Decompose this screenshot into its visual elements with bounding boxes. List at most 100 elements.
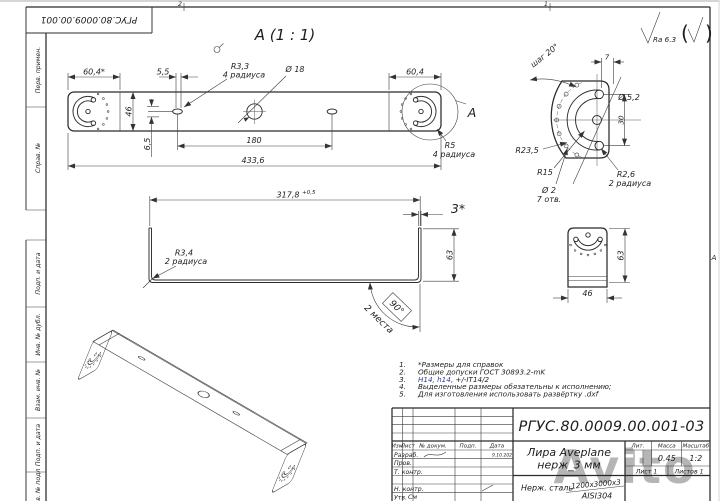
dim-dia-2: Ø 2: [541, 185, 556, 195]
tb-sheets: Листов 1: [673, 469, 703, 476]
tb-designation: РГУС.80.0009.00.001-03: [519, 419, 705, 435]
iso-right-pad: [272, 443, 307, 493]
tb-material-grade: AISI304: [581, 492, 613, 501]
note-3: H14, h14, +/-IT14/2: [418, 375, 490, 384]
tb-scale-label: Масштаб: [683, 444, 710, 450]
note-5-num: 5.: [399, 390, 406, 399]
strip-perv-primen: Перв. примен.: [35, 47, 42, 93]
detail-a-mark: A: [467, 105, 477, 120]
note-4-num: 4.: [399, 382, 406, 391]
dim-r3-3: R3,3: [231, 62, 249, 71]
tb-blank-size: 1200х3000х3: [571, 477, 622, 490]
side-view: 317,8 +0,5 3* 63 R3,4 2 радиуса 90° 2 ме…: [142, 190, 465, 336]
dim-r5-note: 4 радиуса: [433, 150, 475, 159]
note-4: Выделенные размеры обязательны к исполне…: [418, 382, 611, 391]
tb-mass-value: 0.45: [658, 454, 676, 463]
dim-317-8-tol: +0,5: [302, 190, 316, 196]
note-5: Для изготовления использовать развёртку …: [417, 390, 600, 399]
tb-sm: См: [408, 494, 417, 501]
dim-r3-4: R3,4: [175, 249, 193, 258]
dim-180: 180: [246, 136, 261, 145]
isometric-view: [78, 329, 308, 493]
detail-view-a: 7 30 Ø 5,2 R23,5 R15 Ø 2 7 отв. R2,6 2 р…: [515, 42, 651, 204]
roughness-symbol: Ra 6.3 ( ): [640, 11, 713, 45]
notes: 1. *Размеры для справок 2. Общие допуски…: [399, 360, 611, 399]
detail-a-dims: 7 30 Ø 5,2 R23,5 R15 Ø 2 7 отв. R2,6 2 р…: [515, 42, 651, 204]
flat-pattern-view: A 60,4* 5,5 R3,3 4 радиуса Ø 18 60,4 46 …: [67, 62, 477, 170]
tb-col-doc: № докум.: [418, 444, 447, 450]
rotated-symbol: [213, 43, 224, 53]
tb-lit-label: Лит.: [631, 444, 645, 450]
dim-3-star: 3*: [451, 201, 465, 216]
strip-inv-dubl: Инв. № дубл.: [34, 313, 42, 355]
zone-label-a: A: [711, 253, 717, 262]
dim-r2-6-note: 2 радиуса: [609, 179, 651, 188]
strip-vzam-inv: Взам. инв. №: [35, 369, 42, 411]
dim-step-20: шаг 20°: [529, 42, 561, 70]
tb-row-tkontr: Т. контр.: [394, 469, 423, 476]
zone-label-1: 1: [544, 1, 548, 8]
dim-60-4: 60,4: [406, 68, 424, 77]
dim-dia-18: Ø 18: [284, 64, 304, 74]
dim-dia-5-2: Ø 5,2: [617, 92, 640, 102]
stamp-designation-rotated: РГУС.80.0009.00.001: [41, 14, 138, 24]
strip-podp-data-2: Подп. и дата: [35, 424, 42, 466]
dim-r5: R5: [445, 141, 456, 150]
tb-row-nkontr: Н. контр.: [394, 486, 424, 493]
dim-433-6: 433,6: [242, 156, 265, 165]
note-3-num: 3.: [399, 375, 406, 384]
tb-sheet: Лист 1: [635, 469, 658, 476]
strip-sprav-no: Справ. №: [35, 143, 42, 173]
svg-text:): ): [705, 21, 713, 45]
dim-6-5: 6,5: [143, 138, 152, 151]
dim-7: 7: [605, 53, 610, 62]
flat-dims: 60,4* 5,5 R3,3 4 радиуса Ø 18 60,4 46 6,…: [67, 62, 475, 170]
tb-col-sign: Подп.: [460, 444, 477, 450]
dim-r15: R15: [537, 168, 553, 177]
dim-63-end: 63: [617, 250, 626, 260]
dim-30: 30: [617, 115, 626, 125]
tb-mass-label: Масса: [658, 444, 676, 450]
tb-scale-value: 1:2: [689, 454, 702, 463]
svg-text:(: (: [681, 21, 689, 45]
note-1-num: 1.: [399, 360, 406, 369]
flat-left-pad: [72, 92, 110, 131]
tb-row-prov: Пров.: [394, 460, 412, 467]
tb-col-izm: Изм: [392, 444, 404, 450]
strip-podp-data-1: Подп. и дата: [35, 252, 42, 294]
dim-317-8: 317,8: [277, 191, 300, 200]
dim-r23-5: R23,5: [515, 146, 538, 155]
note-1: *Размеры для справок: [418, 360, 504, 369]
dim-5-5: 5,5: [157, 68, 170, 77]
dim-r2-6: R2,6: [617, 170, 635, 179]
title-block: РГУС.80.0009.00.001-03 Лира Aveplane нер…: [391, 407, 710, 501]
dim-60-4-star: 60,4*: [83, 68, 105, 77]
strip-inv-podl: Инв. № подл: [35, 469, 42, 501]
tb-date-note: 9.10.202: [492, 453, 512, 459]
tb-col-date: Дата: [489, 444, 505, 450]
tb-name-line1: Лира Aveplane: [526, 446, 611, 459]
side-dims: 317,8 +0,5 3* 63 R3,4 2 радиуса 90° 2 ме…: [142, 190, 465, 336]
dim-r3-4-note: 2 радиуса: [165, 257, 207, 266]
zone-label-2: 2: [178, 1, 182, 8]
dim-46: 46: [125, 106, 134, 116]
left-attribute-strip: Перв. примен. Справ. № Подп. и дата Инв.…: [26, 47, 46, 501]
dim-dia-2-note: 7 отв.: [537, 195, 561, 204]
note-2: Общие допуски ГОСТ 30893.2-mK: [418, 367, 546, 376]
dim-63-side: 63: [446, 250, 455, 260]
dim-90deg: 90°: [387, 299, 405, 317]
view-a-label: A (1 : 1): [254, 26, 315, 44]
dim-46-end: 46: [582, 289, 592, 298]
tb-material: Нерж. сталь: [521, 484, 573, 493]
note-2-num: 2.: [399, 367, 406, 376]
iso-left-pad: [78, 330, 113, 380]
end-dims: 63 46: [553, 228, 630, 303]
roughness-value: Ra 6.3: [653, 35, 677, 44]
tb-row-utv: Утв.: [394, 495, 407, 501]
end-view: 63 46: [553, 227, 630, 303]
tb-row-razrab: Разраб.: [394, 451, 418, 459]
watermark: Avito: [553, 440, 696, 494]
tb-col-list: Лист: [400, 444, 416, 450]
